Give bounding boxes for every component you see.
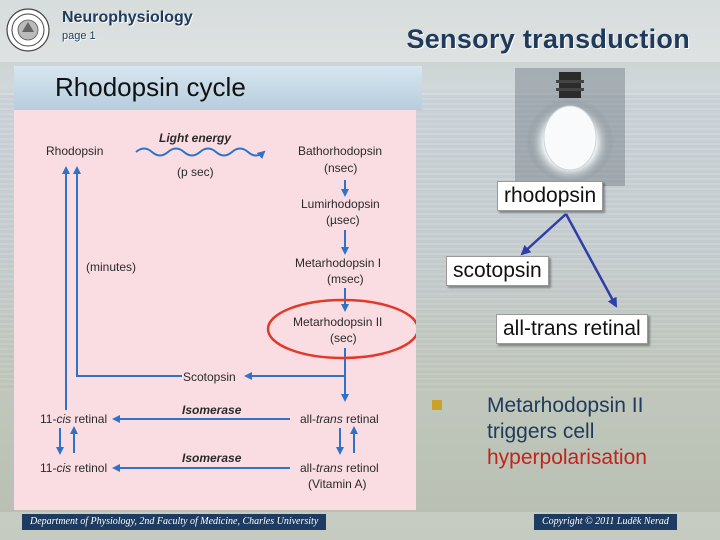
diagram-svg: Light energy Rhodopsin (p sec) Bathorhod… <box>40 131 416 491</box>
bathorhodopsin-label: Bathorhodopsin <box>298 144 382 158</box>
slide-title: Sensory transduction <box>406 24 690 54</box>
light-energy-label: Light energy <box>159 131 232 145</box>
footer-department: Department of Physiology, 2nd Faculty of… <box>22 514 327 530</box>
isomerase-2-label: Isomerase <box>182 451 242 465</box>
rhodopsin-cycle-diagram: Light energy Rhodopsin (p sec) Bathorhod… <box>14 110 416 510</box>
rhodopsin-box: rhodopsin <box>497 181 604 211</box>
section-title-bar <box>14 66 422 110</box>
triggers-text: Metarhodopsin II triggers cell hyperpola… <box>487 393 647 471</box>
usec-label: (µsec) <box>326 213 360 227</box>
footer-copyright: Copyright © 2011 Luděk Nerad <box>534 514 677 530</box>
bullet-square-icon <box>432 400 442 410</box>
university-seal-icon <box>6 8 50 52</box>
org-name: Neurophysiology <box>62 9 193 26</box>
light-energy-arrow <box>135 147 266 159</box>
page-label: page 1 <box>62 30 96 42</box>
triggers-line-3: hyperpolarisation <box>487 446 647 469</box>
metarhodopsin-2-highlight <box>266 298 416 360</box>
all-trans-retinal-label: all-trans retinal <box>300 412 379 426</box>
psec-label: (p sec) <box>177 165 214 179</box>
triggers-line-1: Metarhodopsin II <box>487 394 644 417</box>
msec-label: (msec) <box>327 272 364 286</box>
section-title: Rhodopsin cycle <box>55 72 246 102</box>
metarhodopsin-1-label: Metarhodopsin I <box>295 256 381 270</box>
all-trans-retinal-box: all-trans retinal <box>496 314 648 344</box>
isomerase-1-label: Isomerase <box>182 403 242 417</box>
metarhodopsin-2-label: Metarhodopsin II <box>293 315 382 329</box>
light-bulb-icon <box>515 68 625 186</box>
cis-retinol-label: 11-cis retinol <box>40 461 107 475</box>
nsec-label: (nsec) <box>324 161 357 175</box>
arrow-rhodopsin-to-retinal <box>564 213 618 308</box>
arrow-scotopsin-loop <box>73 166 182 377</box>
rhodopsin-label: Rhodopsin <box>46 144 103 158</box>
arrow-rhodopsin-to-scotopsin <box>520 213 567 256</box>
header-band <box>0 0 720 62</box>
vitamin-a-label: (Vitamin A) <box>308 477 366 491</box>
cis-retinal-label: 11-cis retinal <box>40 412 107 426</box>
sec-label: (sec) <box>330 331 357 345</box>
lumirhodopsin-label: Lumirhodopsin <box>301 197 380 211</box>
minutes-label: (minutes) <box>86 260 136 274</box>
scotopsin-label: Scotopsin <box>183 370 236 384</box>
scotopsin-box: scotopsin <box>446 256 549 286</box>
triggers-line-2: triggers cell <box>487 420 595 443</box>
all-trans-retinol-label: all-trans retinol <box>300 461 379 475</box>
